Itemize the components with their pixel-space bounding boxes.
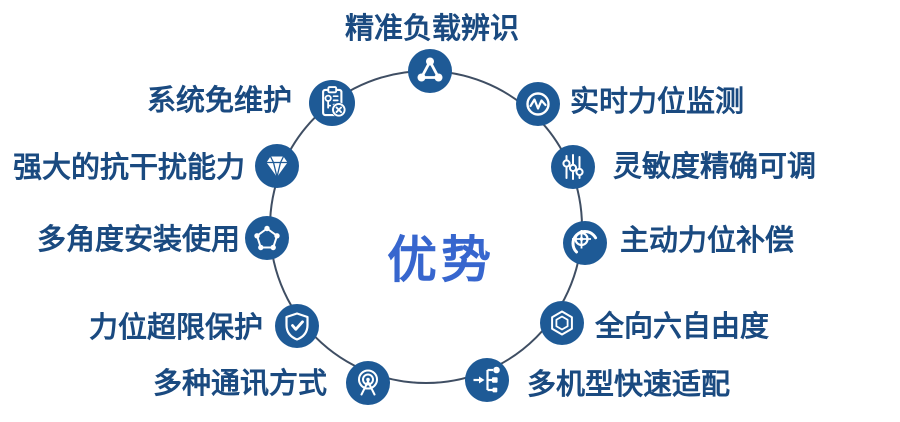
triangle-network-icon <box>408 49 452 93</box>
feature-label-six-dof: 全向六自由度 <box>595 311 770 343</box>
feature-label-multi-communication: 多种通讯方式 <box>152 368 327 400</box>
shield-check-icon <box>275 304 319 348</box>
feature-label-realtime-force-monitoring: 实时力位监测 <box>570 86 745 118</box>
antenna-broadcast-icon <box>346 361 390 405</box>
pulse-circle-icon <box>516 82 560 126</box>
sliders-icon <box>551 145 595 189</box>
feature-label-active-compensation: 主动力位补偿 <box>620 225 795 257</box>
feature-label-adjustable-sensitivity: 灵敏度精确可调 <box>613 151 817 183</box>
feature-label-overlimit-protection: 力位超限保护 <box>88 312 263 344</box>
target-compass-icon <box>563 221 607 265</box>
feature-label-precise-load-identification: 精准负载辨识 <box>344 13 519 45</box>
center-title: 优势 <box>387 232 495 288</box>
feature-label-maintenance-free: 系统免维护 <box>146 85 292 117</box>
feature-label-multi-angle-installation: 多角度安装使用 <box>36 224 240 256</box>
pentagon-network-icon <box>245 216 289 260</box>
feature-label-multi-model-adaptation: 多机型快速适配 <box>527 369 731 401</box>
hexagon-cube-icon <box>540 301 584 345</box>
feature-label-anti-interference: 强大的抗干扰能力 <box>12 152 245 184</box>
branch-adapter-icon <box>465 358 509 402</box>
clipboard-key-icon <box>309 80 355 126</box>
diamond-gem-icon <box>255 144 299 188</box>
